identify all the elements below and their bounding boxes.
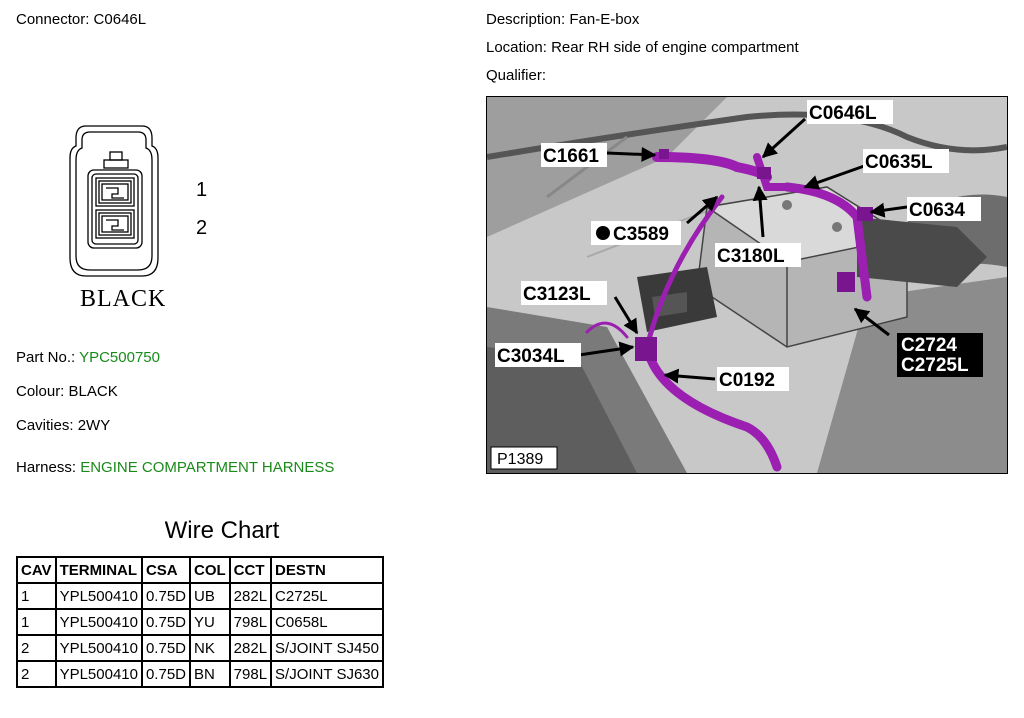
connector-value: C0646L [93, 11, 147, 28]
header-cav: CAV [16, 556, 57, 584]
part-number-label: Part No.: [16, 349, 76, 366]
description-line: Description: Fan-E-box [486, 11, 639, 29]
part-number-link[interactable]: YPC500750 [79, 349, 160, 366]
callout-c3180l: C3180L [717, 246, 785, 267]
callout-c3589: C3589 [613, 224, 669, 245]
header-terminal: TERMINAL [54, 556, 143, 584]
part-number-line: Part No.: YPC500750 [16, 349, 160, 367]
cell-col: YU [189, 608, 231, 636]
pin-2-label: 2 [196, 217, 207, 239]
cell-destn: C2725L [270, 582, 384, 610]
cell-csa: 0.75D [140, 660, 192, 688]
callout-c2725l: C2725L [901, 355, 969, 376]
cell-cct: 798L [228, 608, 273, 636]
cell-cav: 2 [16, 634, 57, 662]
colour-label: Colour: [16, 383, 65, 400]
qualifier-label: Qualifier: [486, 67, 547, 84]
location-line: Location: Rear RH side of engine compart… [486, 39, 799, 57]
cell-destn: S/JOINT SJ630 [270, 660, 384, 688]
description-label: Description: [486, 11, 566, 28]
pin-1-label: 1 [196, 179, 207, 201]
c3589-bullet-icon [596, 226, 610, 240]
colour-value: BLACK [68, 383, 118, 400]
cell-col: NK [189, 634, 231, 662]
cell-terminal: YPL500410 [54, 634, 143, 662]
cell-csa: 0.75D [140, 608, 192, 636]
callout-c3123l: C3123L [523, 284, 591, 305]
header-cct: CCT [228, 556, 273, 584]
harness-link[interactable]: ENGINE COMPARTMENT HARNESS [80, 459, 335, 476]
colour-line: Colour: BLACK [16, 383, 118, 401]
header-destn: DESTN [270, 556, 384, 584]
cavities-label: Cavities: [16, 417, 74, 434]
cell-cav: 2 [16, 660, 57, 688]
location-label: Location: [486, 39, 547, 56]
connector-label: Connector: [16, 11, 90, 28]
cell-terminal: YPL500410 [54, 660, 143, 688]
cell-csa: 0.75D [140, 634, 192, 662]
callout-c1661: C1661 [543, 146, 599, 167]
table-row: 1 YPL500410 0.75D YU 798L C0658L [16, 608, 384, 636]
wire-chart-title: Wire Chart [164, 517, 280, 544]
qualifier-line: Qualifier: [486, 67, 546, 85]
location-value: Rear RH side of engine compartment [551, 39, 799, 56]
harness-line: Harness: ENGINE COMPARTMENT HARNESS [16, 459, 334, 477]
header-csa: CSA [140, 556, 192, 584]
photo-code: P1389 [497, 451, 543, 468]
callout-c2724: C2724 [901, 335, 957, 356]
connector-color-label: BLACK [80, 286, 166, 312]
cell-cav: 1 [16, 608, 57, 636]
callout-c0192: C0192 [719, 370, 775, 391]
cell-cct: 798L [228, 660, 273, 688]
wire-chart-table: CAV TERMINAL CSA COL CCT DESTN 1 YPL5004… [16, 556, 384, 688]
cell-cct: 282L [228, 634, 273, 662]
header-col: COL [189, 556, 231, 584]
cell-col: BN [189, 660, 231, 688]
cell-terminal: YPL500410 [54, 582, 143, 610]
callout-c3034l: C3034L [497, 346, 565, 367]
cell-csa: 0.75D [140, 582, 192, 610]
cell-destn: S/JOINT SJ450 [270, 634, 384, 662]
description-value: Fan-E-box [569, 11, 640, 28]
harness-label: Harness: [16, 459, 77, 476]
cell-terminal: YPL500410 [54, 608, 143, 636]
table-row: 1 YPL500410 0.75D UB 282L C2725L [16, 582, 384, 610]
cell-destn: C0658L [270, 608, 384, 636]
cell-cav: 1 [16, 582, 57, 610]
cell-cct: 282L [228, 582, 273, 610]
cell-col: UB [189, 582, 231, 610]
callout-c0646l: C0646L [809, 103, 877, 124]
callout-c0635l: C0635L [865, 152, 933, 173]
location-photo: C0646L C1661 C0635L C0634 C3589 C3180L C… [486, 96, 1008, 474]
cavities-line: Cavities: 2WY [16, 417, 110, 435]
table-row: 2 YPL500410 0.75D BN 798L S/JOINT SJ630 [16, 660, 384, 688]
callout-c0634: C0634 [909, 200, 965, 221]
table-row: 2 YPL500410 0.75D NK 282L S/JOINT SJ450 [16, 634, 384, 662]
wire-chart-header-row: CAV TERMINAL CSA COL CCT DESTN [16, 556, 384, 584]
connector-face-diagram: 1 2 BLACK [69, 125, 207, 312]
cavities-value: 2WY [77, 417, 111, 434]
connector-line: Connector: C0646L [16, 11, 146, 29]
